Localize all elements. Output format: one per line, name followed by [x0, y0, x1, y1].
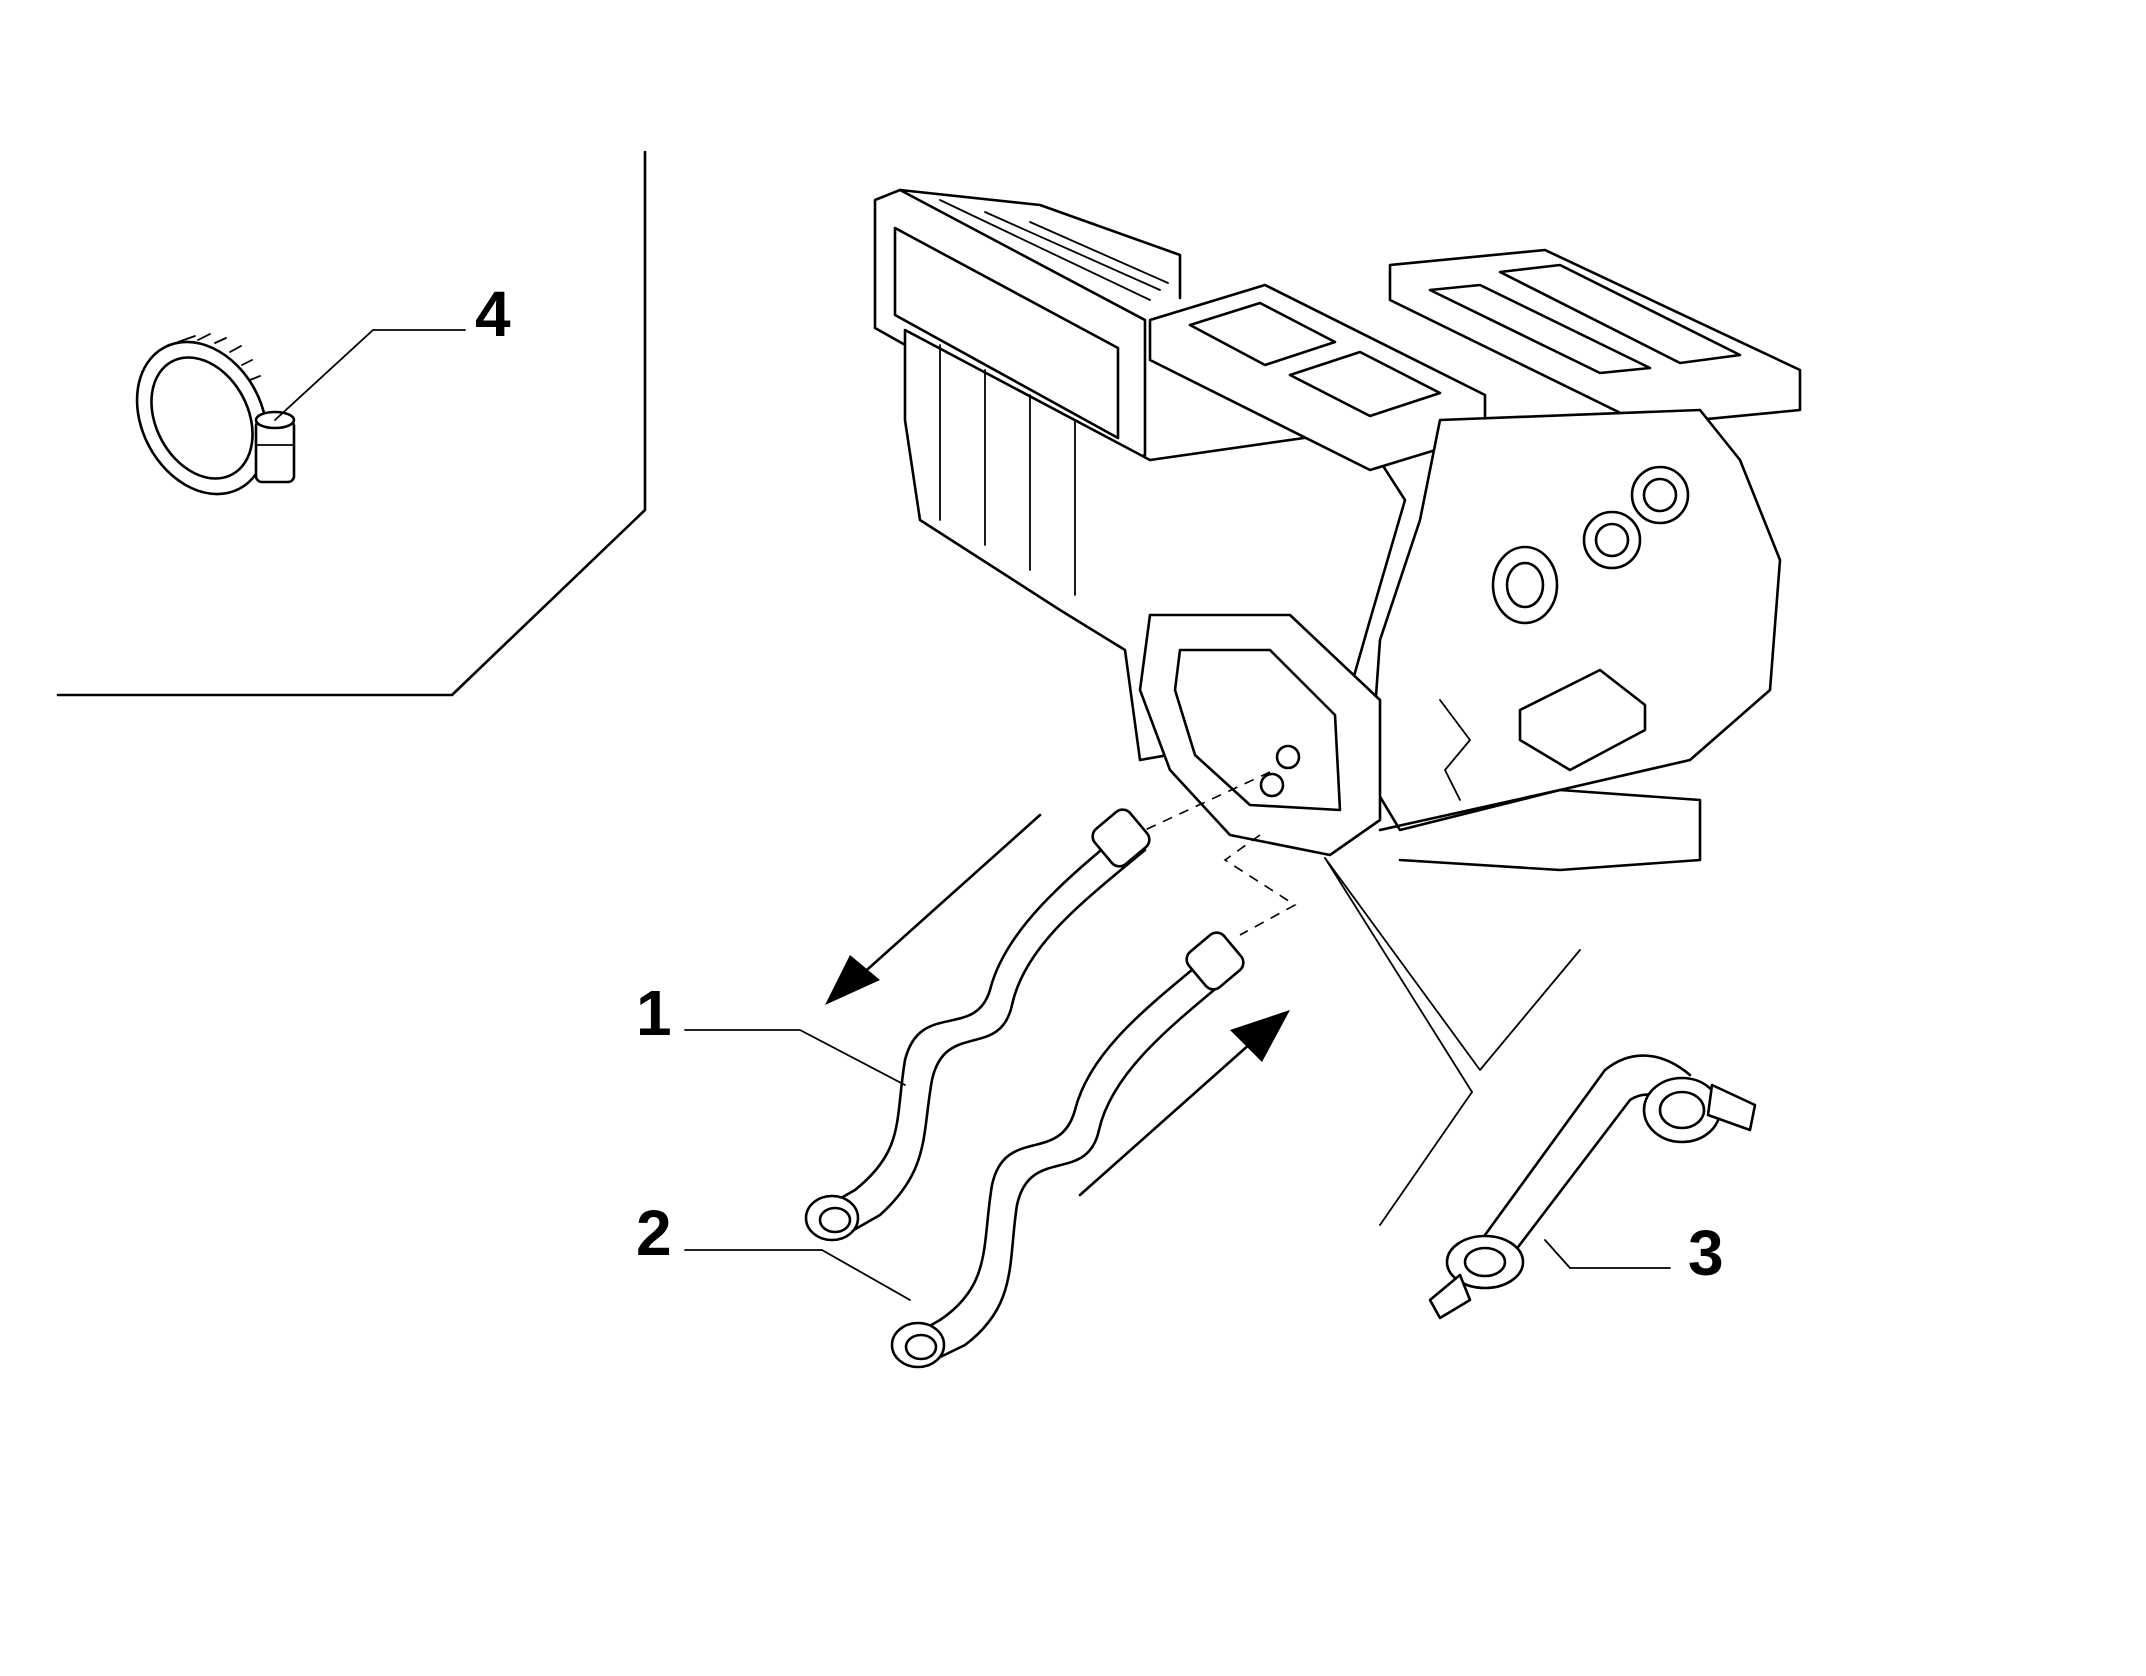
callout-4: 4 — [274, 278, 511, 421]
callout-1-label: 1 — [636, 977, 672, 1049]
callout-3-label: 3 — [1688, 1217, 1724, 1289]
callout-1: 1 — [636, 977, 906, 1086]
part-2-hose-inlet — [890, 931, 1290, 1369]
part-3-water-valve — [1428, 1054, 1757, 1320]
callout-2: 2 — [636, 1197, 911, 1301]
callout-3: 3 — [1544, 1217, 1724, 1289]
part-4-hose-clamp — [135, 333, 296, 496]
callout-4-label: 4 — [475, 278, 511, 350]
detail-inset-frame — [56, 150, 647, 697]
part-1-hose-outlet — [804, 808, 1151, 1242]
connection-lines — [1144, 771, 1581, 1226]
heater-unit-housing — [873, 188, 1802, 872]
callout-2-label: 2 — [636, 1197, 672, 1269]
